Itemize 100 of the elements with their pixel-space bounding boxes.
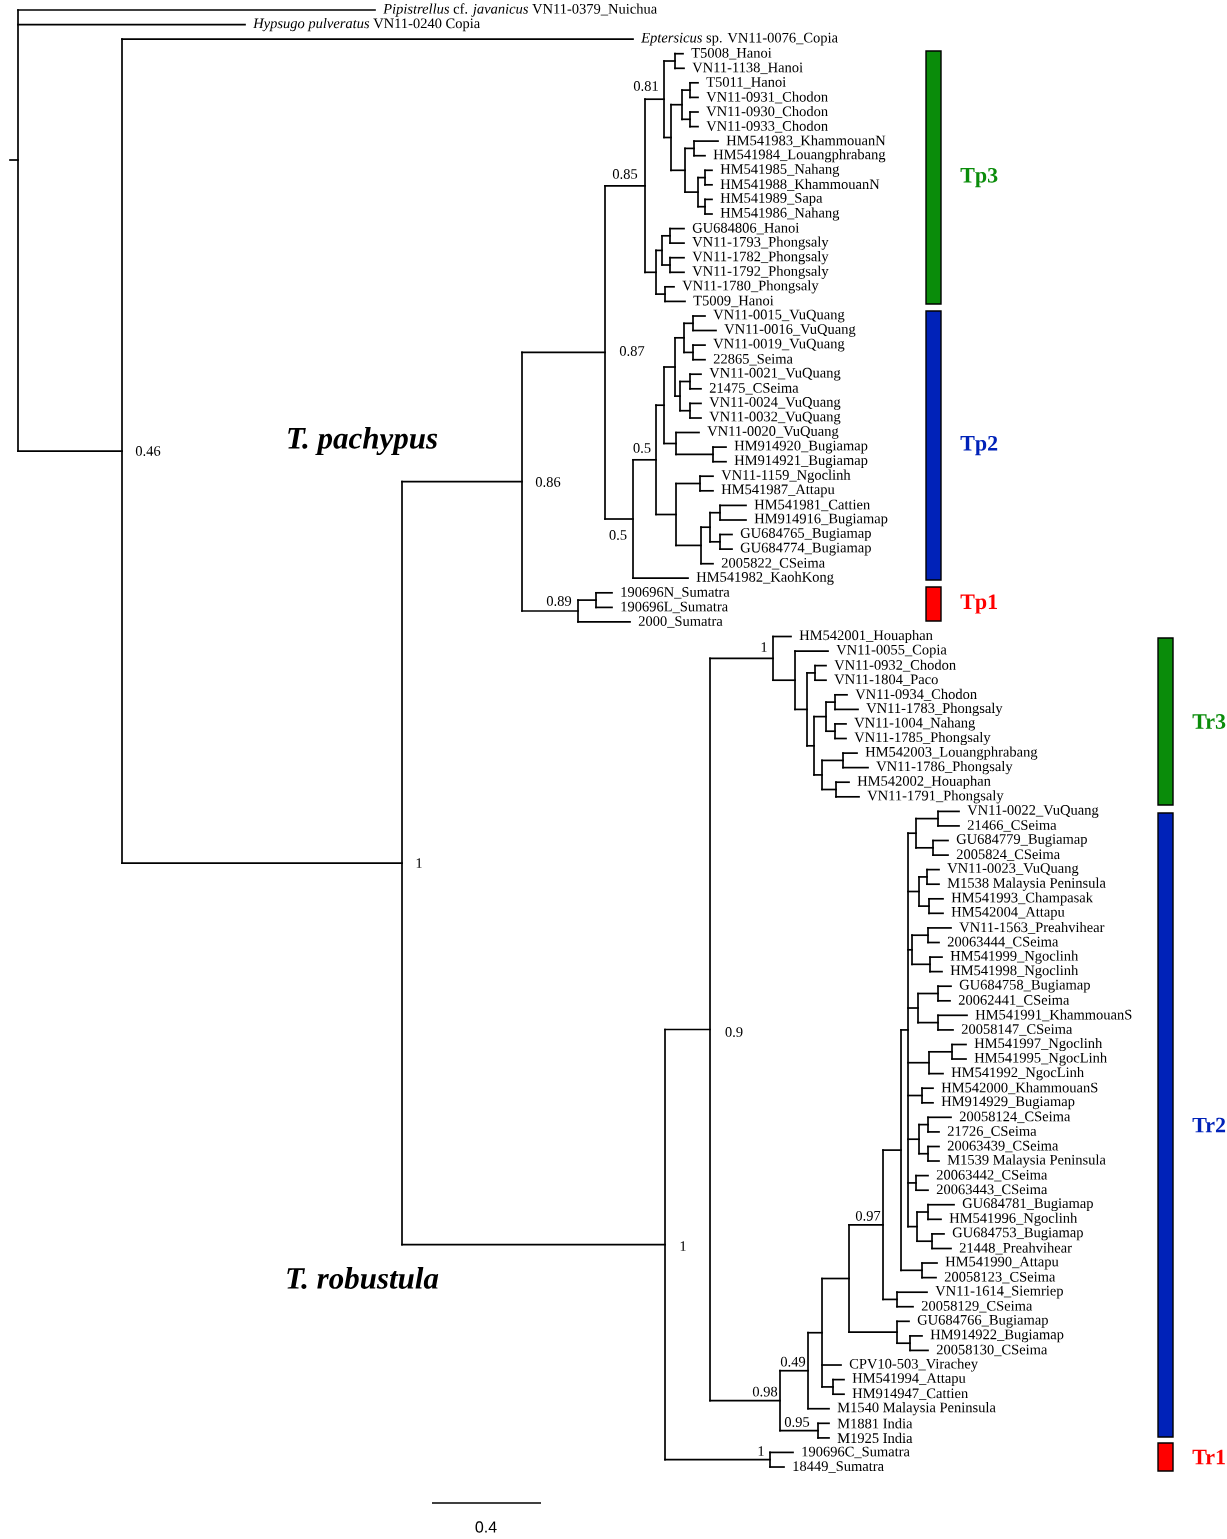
support-value: 0.5 — [633, 443, 651, 453]
tip-label: 21726_CSeima — [947, 1126, 1037, 1138]
tip-label: Pipistrellus cf. javanicus VN11-0379_Nuichua — [383, 3, 657, 17]
tip-label: VN11-0019_VuQuang — [713, 338, 845, 352]
scale-label: 0.4 — [475, 1521, 497, 1533]
tip-label: VN11-1159_Ngoclinh — [721, 469, 851, 483]
tip-label: M1881 India — [837, 1418, 913, 1429]
species-label: T. robustula — [287, 1267, 439, 1289]
tip-label: VN11-1785_Phongsaly — [854, 731, 991, 746]
tip-label: HM541991_KhammouanS — [975, 1009, 1132, 1022]
tip-label: HM541994_Attapu — [852, 1373, 966, 1386]
support-value: 0.95 — [784, 1417, 810, 1427]
support-value: 1 — [758, 1446, 764, 1456]
support-value: 1 — [416, 858, 422, 868]
tip-label: HM542003_Louangphrabang — [865, 746, 1038, 760]
tip-label: T5009_Hanoi — [693, 295, 774, 308]
tip-label: T5011_Hanoi — [706, 77, 786, 89]
tip-label: 190696L_Sumatra — [621, 601, 728, 614]
tip-label: GU684766_Bugiamap — [917, 1314, 1048, 1328]
tip-label: HM541989_Sapa — [720, 193, 823, 206]
support-value: 0.89 — [546, 596, 572, 606]
tip-label: VN11-0015_VuQuang — [713, 309, 845, 323]
tip-label: HM541985_Nahang — [720, 163, 840, 177]
tip-label: 22865_Seima — [713, 353, 793, 366]
support-value: 0.49 — [780, 1356, 806, 1367]
tip-label: HM914916_Bugiamap — [754, 513, 888, 527]
tip-label: 20063443_CSeima — [936, 1184, 1048, 1196]
tip-label: VN11-0023_VuQuang — [947, 863, 1079, 876]
tip-label: 18449_Sumatra — [793, 1461, 884, 1473]
tip-label: VN11-1138_Hanoi — [692, 62, 803, 75]
tip-label: 20058123_CSeima — [944, 1271, 1056, 1284]
support-value: 0.81 — [633, 81, 658, 91]
tip-label: VN11-0022_VuQuang — [967, 805, 1099, 818]
tip-label: 20063444_CSeima — [947, 936, 1059, 949]
tip-label: HM541990_Attapu — [945, 1256, 1059, 1270]
tip-label: VN11-1780_Phongsaly — [682, 280, 819, 294]
tip-label: VN11-0021_VuQuang — [709, 367, 841, 381]
clade-label: Tr1 — [1192, 1449, 1225, 1465]
tip-label: VN11-0930_Chodon — [706, 106, 828, 118]
tip-label: VN11-0055_Copia — [836, 644, 947, 658]
tip-label: M1540 Malaysia Peninsula — [837, 1402, 996, 1416]
tip-label: VN11-0024_VuQuang — [709, 397, 841, 410]
support-value: 0.85 — [612, 169, 638, 179]
tip-label: T5008_Hanoi — [691, 47, 772, 60]
support-value: 0.9 — [725, 1027, 743, 1037]
tip-label: VN11-0931_Chodon — [706, 91, 828, 104]
tip-label: VN11-1793_Phongsaly — [692, 236, 829, 250]
clade-label: Tp2 — [960, 435, 998, 456]
tip-label: M1925 India — [837, 1432, 913, 1443]
tip-label: GU684774_Bugiamap — [740, 542, 871, 556]
clade-label: Tp1 — [960, 594, 997, 614]
tip-label: VN11-0933_Chodon — [706, 120, 828, 133]
tip-label: HM541992_NgocLinh — [951, 1067, 1084, 1081]
support-value: 0.98 — [752, 1386, 778, 1397]
tip-label: 20058129_CSeima — [921, 1300, 1033, 1313]
clade-label: Tr2 — [1192, 1117, 1226, 1133]
tip-label: VN11-0016_VuQuang — [724, 324, 856, 337]
support-value: 0.46 — [135, 446, 161, 456]
tip-label: 20062441_CSeima — [958, 995, 1070, 1007]
support-value: 1 — [680, 1241, 686, 1251]
tip-label: 20063439_CSeima — [947, 1140, 1059, 1153]
tip-label: HM914921_Bugiamap — [734, 455, 868, 469]
tip-label: VN11-1791_Phongsaly — [867, 790, 1004, 804]
species-label: T. pachypus — [288, 426, 438, 456]
tip-label: 2000_Sumatra — [638, 616, 723, 628]
tip-label: HM541999_Ngoclinh — [950, 950, 1079, 964]
tip-label: 190696N_Sumatra — [621, 587, 730, 599]
tip-label: VN11-1614_Siemriep — [935, 1285, 1063, 1299]
tip-label: VN11-1804_Paco — [834, 674, 938, 686]
tip-label: 21466_CSeima — [967, 820, 1057, 832]
tip-label: HM914920_Bugiamap — [734, 440, 868, 454]
tip-label: HM541997_Ngoclinh — [974, 1037, 1103, 1052]
tip-label: GU684765_Bugiamap — [740, 528, 871, 541]
tip-label: HM541993_Champasak — [951, 892, 1093, 906]
tip-label: HM541988_KhammouanN — [720, 178, 880, 191]
tip-label: GU684779_Bugiamap — [956, 834, 1087, 847]
tip-label: VN11-0934_Chodon — [855, 688, 977, 701]
tip-label: VN11-1792_Phongsaly — [692, 265, 829, 279]
tip-label: VN11-1786_Phongsaly — [876, 761, 1013, 775]
tip-label: 190696C_Sumatra — [802, 1446, 910, 1459]
clade-label: Tr3 — [1192, 714, 1226, 729]
tip-label: HM542000_KhammouanS — [941, 1082, 1098, 1095]
tip-label: HM541987_Attapu — [721, 484, 835, 498]
tip-label: VN11-0032_VuQuang — [709, 411, 841, 425]
tip-label: 20058147_CSeima — [961, 1024, 1073, 1036]
tip-label: HM541982_KaohKong — [696, 571, 834, 585]
tip-label: HM914929_Bugiamap — [941, 1096, 1075, 1110]
tip-label: HM541986_Nahang — [720, 207, 840, 221]
tip-label: 20063442_CSeima — [936, 1169, 1048, 1182]
tip-label: VN11-1783_Phongsaly — [866, 702, 1003, 716]
tip-label: Eptersicus sp. VN11-0076_Copia — [641, 32, 838, 46]
tip-label: GU684806_Hanoi — [692, 222, 800, 235]
clade-label: Tp3 — [960, 167, 998, 188]
tip-label: 2005824_CSeima — [956, 849, 1060, 861]
tip-label: M1539 Malaysia Peninsula — [947, 1154, 1106, 1168]
tip-label: 2005822_CSeima — [721, 557, 825, 570]
tip-label: GU684753_Bugiamap — [952, 1227, 1083, 1241]
tip-label: 21475_CSeima — [709, 383, 799, 395]
tip-label: HM542002_Houaphan — [857, 775, 991, 789]
tip-label: HM541998_Ngoclinh — [950, 965, 1079, 979]
